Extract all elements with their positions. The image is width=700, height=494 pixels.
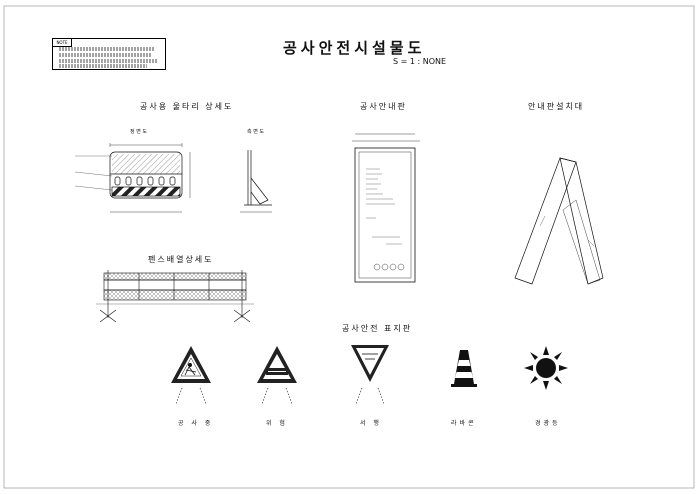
worker-triangle-sign-icon [171, 346, 211, 405]
drawing-scale: S = 1 : NONE [393, 57, 447, 66]
sign-caption: 공 사 중 [178, 420, 214, 427]
note-line [59, 53, 151, 57]
sign-caption: 서 행 [360, 420, 382, 427]
fence-front-view [74, 143, 191, 213]
board-stand-drawing [514, 157, 604, 285]
notes-box: NOTE [52, 38, 166, 70]
note-line [59, 64, 147, 68]
warning-light-icon [524, 346, 568, 390]
fence-layout-title: 펜스배열상세도 [148, 255, 214, 264]
traffic-cone-icon [451, 350, 477, 387]
slow-inverted-triangle-sign-icon [351, 345, 389, 405]
fence-side-view [240, 150, 272, 213]
sign-caption: 경광등 [535, 420, 561, 427]
note-line [59, 47, 155, 51]
note-line [59, 59, 157, 63]
fence-front-label: 정 면 도 [130, 129, 147, 135]
notice-board-drawing [352, 133, 420, 283]
sign-caption: 위 험 [266, 420, 288, 427]
fence-holes [114, 176, 176, 186]
fence-side-label: 측 면 도 [247, 129, 264, 135]
notice-board-title: 공사안내판 [360, 102, 407, 111]
notes-heading: NOTE [53, 39, 72, 47]
board-stand-title: 안내판설치대 [528, 102, 585, 111]
fence-layout-drawing [96, 270, 254, 323]
safety-signs-title: 공사안전 표지판 [342, 324, 413, 333]
danger-triangle-sign-icon [257, 346, 297, 405]
drawing-title: 공사안전시설물도 [283, 39, 426, 57]
sign-caption: 라바콘 [451, 420, 477, 427]
fence-detail-title: 공사용 울타리 상세도 [140, 102, 234, 111]
sheet-border [3, 5, 695, 489]
